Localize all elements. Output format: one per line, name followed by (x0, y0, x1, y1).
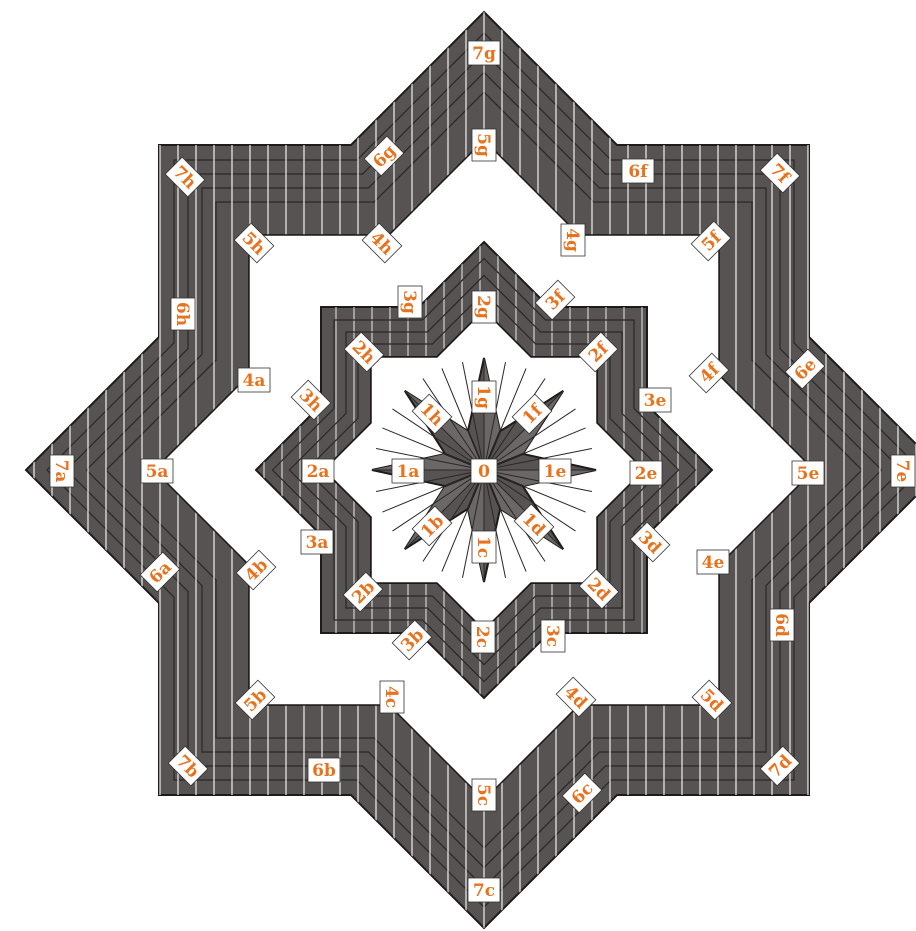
label-1c: 1c (472, 531, 496, 563)
label-7e: 7e (891, 455, 915, 487)
label-4c: 4c (380, 681, 404, 713)
label-6f: 6f (622, 159, 654, 183)
label-4a: 4a (238, 368, 270, 392)
label-text: 5g (473, 133, 493, 157)
label-text: 6f (628, 162, 649, 182)
label-7a: 7a (50, 455, 74, 487)
label-5g: 5g (472, 129, 496, 161)
label-3g: 3g (398, 286, 422, 318)
label-text: 6b (312, 761, 336, 781)
label-3c: 3c (541, 620, 565, 652)
label-text: 1a (397, 462, 420, 482)
label-text: 7a (51, 460, 71, 483)
label-5e: 5e (792, 461, 824, 485)
label-5c: 5c (472, 779, 496, 811)
label-text: 1c (473, 536, 493, 558)
label-text: 4g (562, 228, 582, 252)
label-3a: 3a (301, 530, 333, 554)
label-text: 7c (473, 881, 495, 901)
label-text: 4e (702, 553, 725, 573)
label-2a: 2a (302, 459, 334, 483)
label-text: 5a (146, 462, 169, 482)
label-text: 0 (478, 462, 490, 482)
label-text: 4a (243, 371, 266, 391)
label-6b: 6b (308, 758, 340, 782)
label-text: 2g (473, 295, 493, 319)
label-6h: 6h (171, 298, 195, 330)
label-7c: 7c (468, 878, 500, 902)
label-text: 3a (306, 533, 329, 553)
label-6d: 6d (770, 609, 794, 641)
label-1g: 1g (472, 381, 496, 413)
label-text: 3g (399, 290, 419, 314)
label-text: 3e (644, 391, 667, 411)
label-2g: 2g (472, 291, 496, 323)
label-text: 7e (892, 460, 912, 483)
label-text: 1g (473, 385, 493, 409)
label-text: 7g (472, 44, 496, 64)
label-text: 1e (544, 462, 567, 482)
label-7g: 7g (468, 41, 500, 65)
label-text: 2e (635, 464, 658, 484)
label-text: 5c (473, 784, 493, 806)
label-1a: 1a (392, 459, 424, 483)
label-text: 3c (542, 625, 562, 647)
label-5a: 5a (141, 459, 173, 483)
label-4e: 4e (697, 550, 729, 574)
label-text: 6h (172, 302, 192, 326)
label-0: 0 (471, 459, 497, 483)
label-text: 6d (771, 613, 791, 637)
label-2e: 2e (630, 461, 662, 485)
label-3e: 3e (639, 388, 671, 412)
label-1e: 1e (539, 459, 571, 483)
label-text: 2a (307, 462, 330, 482)
label-text: 4c (381, 686, 401, 708)
label-text: 2c (472, 626, 492, 648)
label-text: 5e (797, 464, 820, 484)
label-4g: 4g (561, 224, 585, 256)
label-2c: 2c (471, 621, 495, 653)
